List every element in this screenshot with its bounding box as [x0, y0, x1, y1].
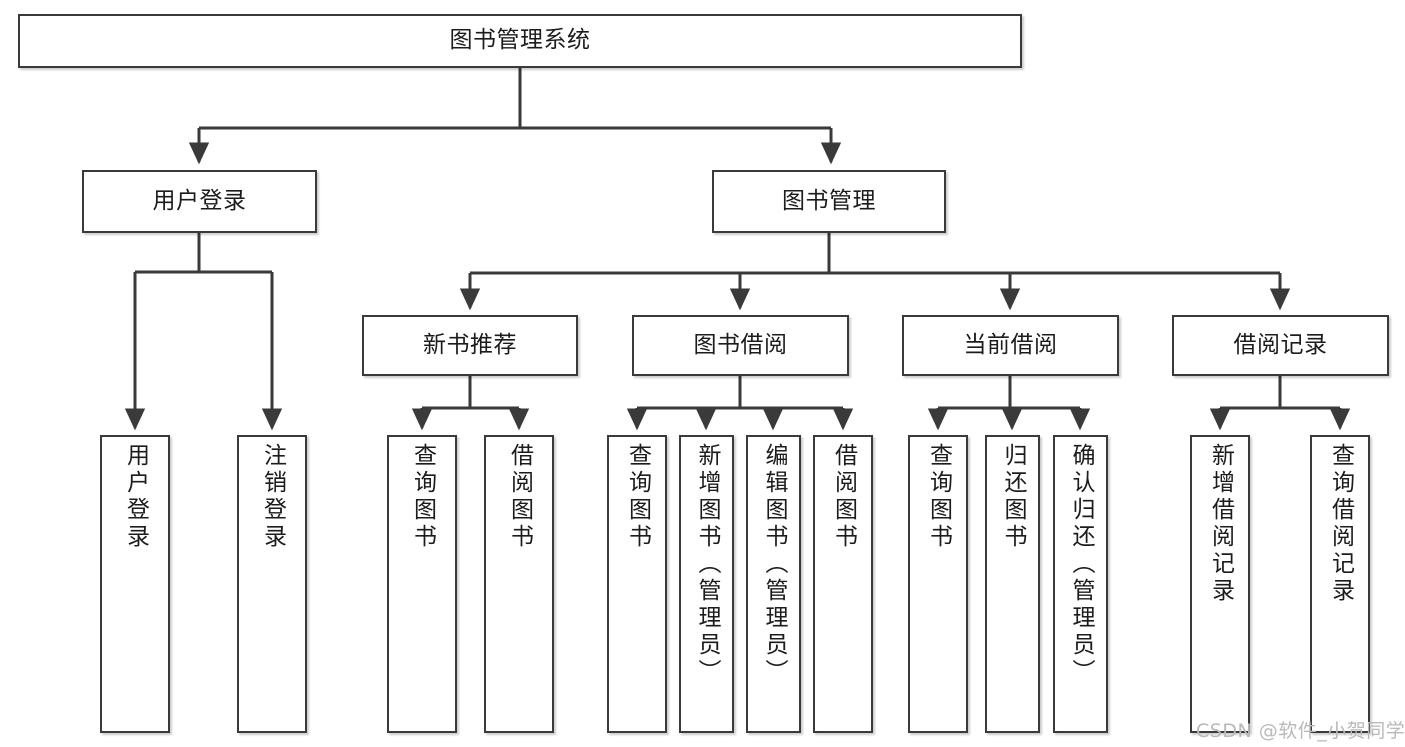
node-label: 归还图书: [1000, 443, 1026, 551]
node-label: 确认归还（管理员）: [1068, 443, 1094, 686]
leaf-query-borrow-record[interactable]: 查询借阅记录: [1310, 435, 1370, 733]
leaf-user-login[interactable]: 用户登录: [100, 435, 170, 733]
leaf-borrow-book[interactable]: 借阅图书: [813, 435, 873, 733]
node-root-system[interactable]: 图书管理系统: [18, 14, 1022, 68]
leaf-edit-book-admin[interactable]: 编辑图书（管理员）: [746, 435, 801, 733]
node-label: 查询借阅记录: [1327, 443, 1354, 605]
csdn-watermark: CSDN @软件_小贺同学: [1196, 720, 1405, 742]
node-label: 图书借阅: [693, 331, 788, 358]
leaf-query-book-borrow[interactable]: 查询图书: [607, 435, 667, 733]
node-label: 图书管理: [782, 187, 876, 214]
node-user-login-module[interactable]: 用户登录: [82, 170, 317, 233]
node-book-management-module[interactable]: 图书管理: [712, 170, 946, 233]
leaf-query-book-current[interactable]: 查询图书: [908, 435, 968, 733]
node-label: 编辑图书（管理员）: [761, 443, 787, 686]
node-label: 查询图书: [925, 443, 952, 551]
node-label: 新书推荐: [423, 331, 517, 358]
node-label: 新增借阅记录: [1207, 443, 1234, 605]
node-label: 查询图书: [409, 443, 436, 551]
node-label: 借阅图书: [506, 443, 533, 551]
leaf-borrow-book-recommend[interactable]: 借阅图书: [484, 435, 554, 733]
leaf-query-book-recommend[interactable]: 查询图书: [387, 435, 457, 733]
node-label: 用户登录: [122, 443, 149, 551]
node-current-borrow[interactable]: 当前借阅: [902, 315, 1119, 376]
node-new-book-recommend[interactable]: 新书推荐: [362, 315, 578, 376]
leaf-user-logout[interactable]: 注销登录: [237, 435, 307, 733]
node-label: 图书管理系统: [449, 27, 591, 54]
node-label: 注销登录: [259, 443, 286, 551]
node-book-borrow[interactable]: 图书借阅: [632, 315, 849, 376]
node-label: 借阅记录: [1233, 331, 1328, 358]
node-label: 查询图书: [624, 443, 651, 551]
leaf-return-book[interactable]: 归还图书: [985, 435, 1040, 733]
node-label: 当前借阅: [963, 331, 1058, 358]
leaf-add-borrow-record[interactable]: 新增借阅记录: [1190, 435, 1250, 733]
leaf-confirm-return-admin[interactable]: 确认归还（管理员）: [1053, 435, 1108, 733]
node-label: 用户登录: [152, 187, 247, 214]
node-label: 新增图书（管理员）: [694, 443, 720, 686]
node-label: 借阅图书: [830, 443, 857, 551]
leaf-add-book-admin[interactable]: 新增图书（管理员）: [679, 435, 734, 733]
node-borrow-record[interactable]: 借阅记录: [1172, 315, 1389, 376]
